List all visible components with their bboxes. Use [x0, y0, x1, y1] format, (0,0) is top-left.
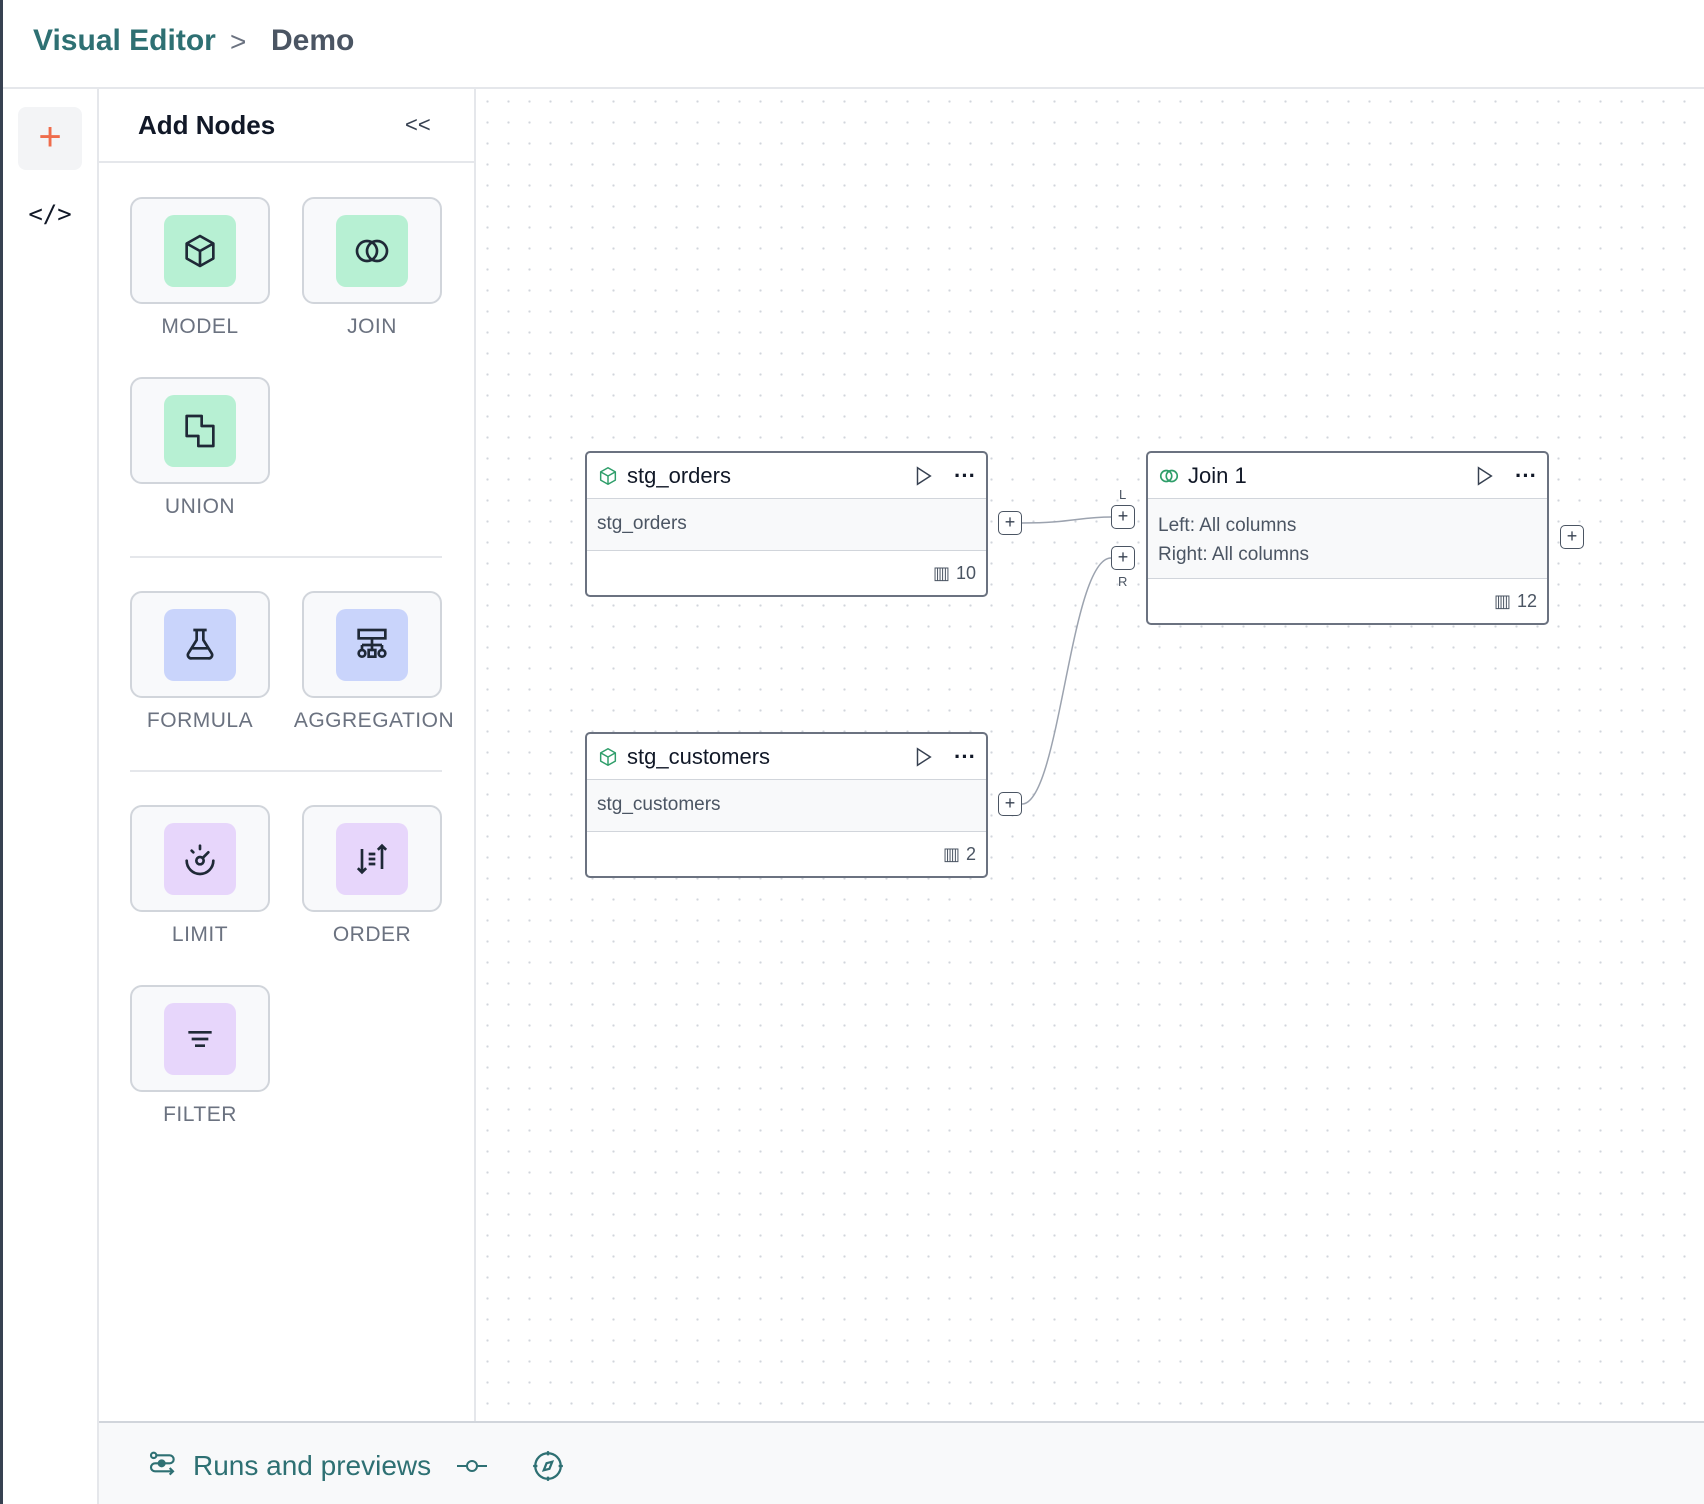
panel-header: [99, 89, 475, 163]
plus-icon: +: [38, 115, 62, 159]
columns-icon: ▥: [942, 843, 960, 864]
node-tile-label: JOIN: [347, 315, 397, 338]
node-tile-label: MODEL: [161, 315, 239, 338]
node-title: stg_orders: [627, 462, 731, 488]
collapse-panel-button[interactable]: <<: [405, 112, 431, 137]
input-handle-left[interactable]: +: [1111, 505, 1135, 529]
node-title: stg_customers: [627, 743, 771, 769]
hierarchy-icon: [336, 609, 408, 681]
header: [3, 0, 1704, 89]
code-icon: </>: [28, 200, 72, 228]
join-icon: [1159, 469, 1179, 482]
join-icon: [336, 215, 408, 287]
code-view-button[interactable]: </>: [26, 200, 74, 234]
node-stg-customers[interactable]: stg_customers ··· stg_customers ▥2: [585, 732, 988, 878]
filter-icon: [164, 1003, 236, 1075]
node-stg-orders[interactable]: stg_orders ··· stg_orders ▥10: [585, 451, 988, 597]
run-icon[interactable]: [912, 746, 934, 768]
cube-icon: [599, 466, 617, 485]
node-tile-label: ORDER: [332, 923, 412, 946]
join-left-columns: Left: All columns: [1158, 515, 1297, 536]
runs-label: Runs and previews: [193, 1450, 432, 1481]
add-nodes-panel: [99, 89, 476, 1421]
handle-label-right: R: [1118, 574, 1128, 589]
output-handle-join-1[interactable]: +: [1560, 525, 1584, 549]
handle-label-left: L: [1119, 487, 1127, 502]
node-source: stg_customers: [597, 794, 721, 815]
union-icon: [164, 395, 236, 467]
more-icon[interactable]: ···: [954, 462, 976, 488]
node-tile-filter[interactable]: [130, 985, 270, 1092]
column-count: 2: [965, 843, 976, 864]
breadcrumb-current: Demo: [271, 24, 355, 57]
add-node-button[interactable]: +: [18, 107, 82, 170]
cube-icon: [599, 747, 617, 766]
limit-icon: [164, 823, 236, 895]
node-tile-label: AGGREGATION: [293, 709, 455, 732]
node-tile-label: FILTER: [163, 1103, 237, 1126]
node-source: stg_orders: [597, 513, 687, 534]
node-tile-join[interactable]: [302, 197, 442, 304]
output-handle-stg-orders[interactable]: +: [998, 511, 1022, 535]
flask-icon: [164, 609, 236, 681]
runs-and-previews-button[interactable]: Runs and previews: [147, 1450, 431, 1482]
node-tile-union[interactable]: [130, 377, 270, 484]
node-tile-label: LIMIT: [171, 923, 229, 946]
node-tile-formula[interactable]: [130, 591, 270, 698]
node-title: Join 1: [1188, 462, 1247, 488]
sort-icon: [336, 823, 408, 895]
left-rail: [3, 89, 99, 1504]
column-count: 12: [1516, 590, 1537, 611]
window-edge: [0, 0, 3, 1504]
breadcrumb-visual-editor[interactable]: Visual Editor: [33, 24, 216, 57]
columns-icon: ▥: [932, 562, 950, 583]
breadcrumb-separator: >: [230, 26, 247, 57]
runs-icon: [149, 1451, 175, 1476]
bottom-bar: [99, 1421, 1704, 1504]
output-handle-stg-customers[interactable]: +: [998, 792, 1022, 816]
commit-icon[interactable]: [455, 1452, 489, 1480]
divider: [130, 770, 442, 772]
cube-icon: [164, 215, 236, 287]
more-icon[interactable]: ···: [1515, 462, 1537, 488]
node-tile-order[interactable]: [302, 805, 442, 912]
run-icon[interactable]: [912, 465, 934, 487]
compass-icon[interactable]: [531, 1449, 565, 1483]
node-tile-label: FORMULA: [146, 709, 254, 732]
node-tile-model[interactable]: [130, 197, 270, 304]
node-tile-label: UNION: [164, 495, 236, 518]
more-icon[interactable]: ···: [954, 743, 976, 769]
run-icon[interactable]: [1473, 465, 1495, 487]
node-tile-limit[interactable]: [130, 805, 270, 912]
input-handle-right[interactable]: +: [1111, 546, 1135, 570]
divider: [130, 556, 442, 558]
column-count: 10: [955, 562, 976, 583]
join-right-columns: Right: All columns: [1158, 544, 1310, 565]
panel-title: Add Nodes: [138, 110, 276, 140]
node-tile-aggregation[interactable]: [302, 591, 442, 698]
columns-icon: ▥: [1493, 590, 1511, 611]
